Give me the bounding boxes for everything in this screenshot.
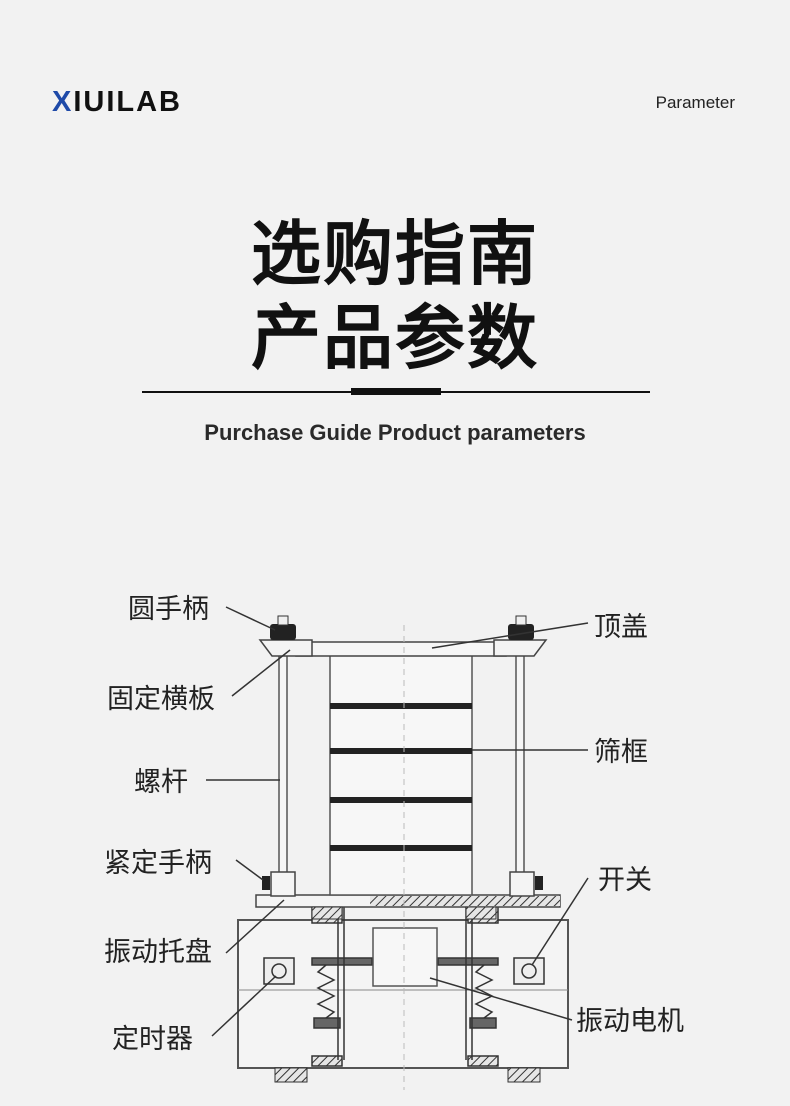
label-timer: 定时器 (112, 1024, 193, 1055)
screw-rod-right (515, 651, 525, 896)
divider-accent (351, 388, 441, 395)
sieve-stack (329, 653, 473, 896)
page-subtitle: Purchase Guide Product parameters (204, 420, 586, 445)
tighten-handle-left (262, 876, 270, 890)
label-switch: 开关 (598, 865, 652, 896)
top-cover (295, 641, 507, 657)
label-sieve-frame: 筛框 (594, 737, 648, 768)
logo-text: IUILAB (73, 86, 183, 118)
header-parameter-label: Parameter (655, 93, 735, 112)
round-handle-left (270, 615, 296, 640)
foot-left (274, 1067, 308, 1083)
page-title-secondary: 产品参数 (251, 297, 539, 379)
sieve-frame-divider (330, 748, 472, 754)
page-title: 选购指南 (251, 213, 539, 295)
sieve-shaker-diagram: 圆手柄 固定横板 螺杆 紧定手柄 振动托盘 定时器 顶盖 筛框 开关 振动电机 (104, 594, 684, 1090)
sieve-frame-divider (330, 797, 472, 803)
logo-mark: X (52, 86, 74, 118)
label-top-cover: 顶盖 (594, 612, 648, 643)
fixed-crossplate-right (493, 639, 548, 657)
label-round-handle: 圆手柄 (128, 594, 209, 625)
foot-right (507, 1067, 541, 1083)
sieve-frame-divider (330, 703, 472, 709)
label-vibration-motor: 振动电机 (576, 1006, 684, 1037)
label-screw-rod: 螺杆 (134, 767, 188, 798)
label-fixed-crossplate: 固定横板 (107, 684, 215, 715)
timer-knob-icon (263, 957, 295, 985)
sieve-frame-divider (330, 845, 472, 851)
round-handle-right (508, 615, 534, 640)
vibration-motor (372, 927, 438, 987)
fixed-crossplate-left (258, 639, 313, 657)
label-tighten-handle: 紧定手柄 (104, 848, 212, 879)
screw-rod-left (278, 651, 288, 896)
brand-logo: XIUILAB (52, 86, 182, 119)
switch-knob-icon (513, 957, 545, 985)
tighten-handle-right (535, 876, 543, 890)
label-vibrating-tray: 振动托盘 (104, 937, 212, 968)
